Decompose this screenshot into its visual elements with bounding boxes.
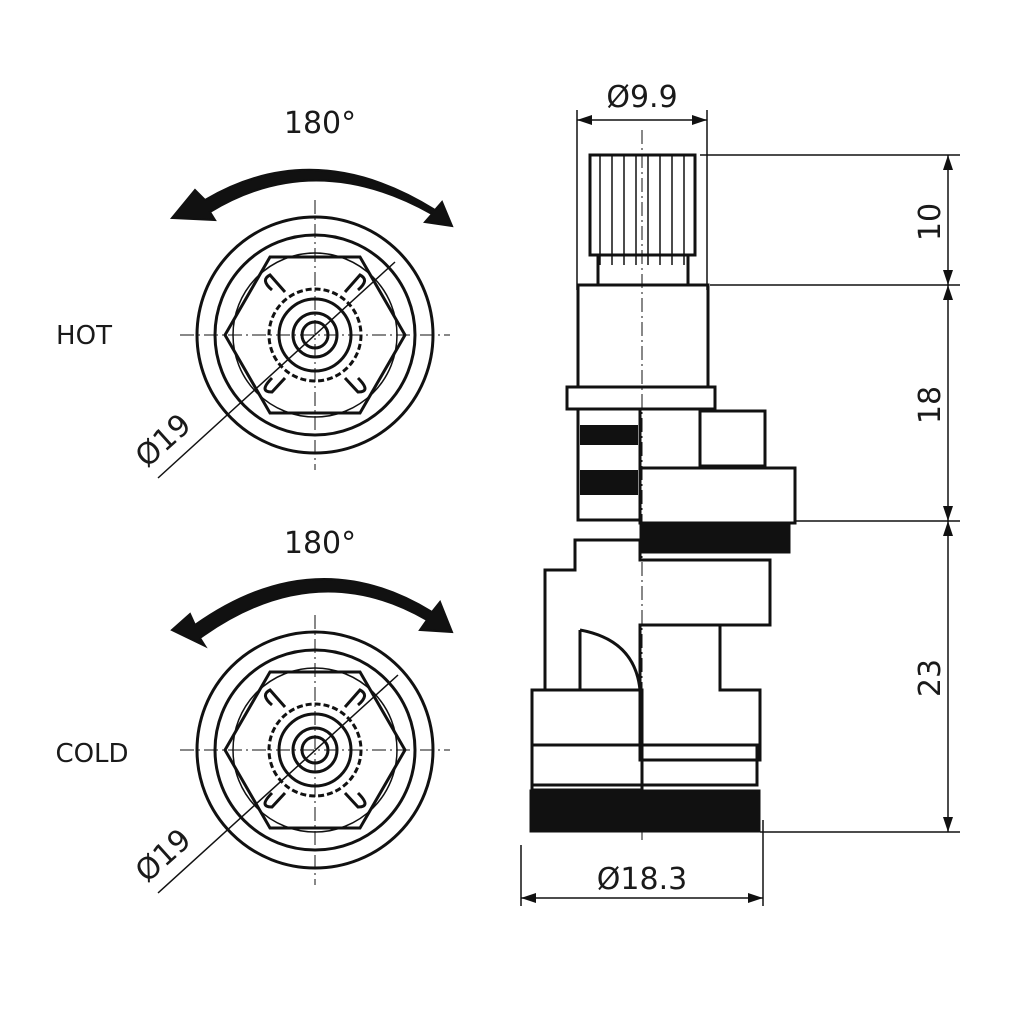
top-diameter-label: Ø9.9 xyxy=(606,80,677,115)
bottom-seal xyxy=(529,789,761,833)
cold-diameter-leader xyxy=(157,674,399,894)
height-label-3: 23 xyxy=(913,659,948,697)
cold-top-view: 180° Ø19 COLD xyxy=(55,526,454,894)
hot-diameter-label: Ø19 xyxy=(129,407,198,474)
hot-diameter-leader xyxy=(157,261,396,479)
cold-rotation-arrow xyxy=(170,578,454,649)
dim-arrow-3-bottom xyxy=(943,817,953,832)
hot-top-view: 180° Ø19 HOT xyxy=(56,106,454,479)
bottom-diameter-label: Ø18.3 xyxy=(597,862,687,897)
hot-label: HOT xyxy=(56,321,112,351)
bottom-diameter-arrow-right xyxy=(748,893,763,903)
cold-diameter-label: Ø19 xyxy=(129,822,198,889)
spline-lines xyxy=(599,155,685,265)
side-view: Ø9.9 10 18 xyxy=(520,80,960,906)
bottom-ring xyxy=(530,743,759,787)
nut-body xyxy=(638,466,797,525)
hot-rotation-label: 180° xyxy=(284,106,356,141)
dim-arrow-3-top xyxy=(943,521,953,536)
threaded-section xyxy=(576,409,642,522)
cold-label: COLD xyxy=(55,739,128,769)
hot-rotation-arrow xyxy=(169,168,454,228)
dim-arrow-1-top xyxy=(943,155,953,170)
bottom-housing xyxy=(530,688,644,792)
hot-wing-lobes xyxy=(263,273,367,394)
o-ring-seal xyxy=(639,522,791,554)
curved-port xyxy=(578,628,642,691)
cold-rotation-label: 180° xyxy=(284,526,356,561)
dim-arrow-1-bottom xyxy=(943,270,953,285)
lower-body-right xyxy=(638,625,762,762)
cold-wing-lobes xyxy=(263,688,367,809)
stem-neck xyxy=(596,255,690,285)
top-diameter-arrow-left xyxy=(577,115,592,125)
height-label-2: 18 xyxy=(913,386,948,424)
flange xyxy=(565,385,717,411)
cold-hexagon xyxy=(223,670,407,830)
top-diameter-arrow-right xyxy=(692,115,707,125)
hot-hexagon xyxy=(223,255,407,415)
dim-arrow-2-bottom xyxy=(943,506,953,521)
bottom-diameter-arrow-left xyxy=(521,893,536,903)
upper-body xyxy=(576,283,710,389)
thread-bands xyxy=(580,425,638,495)
height-label-1: 10 xyxy=(913,203,948,241)
hex-nut xyxy=(698,409,767,468)
dim-arrow-2-top xyxy=(943,285,953,300)
